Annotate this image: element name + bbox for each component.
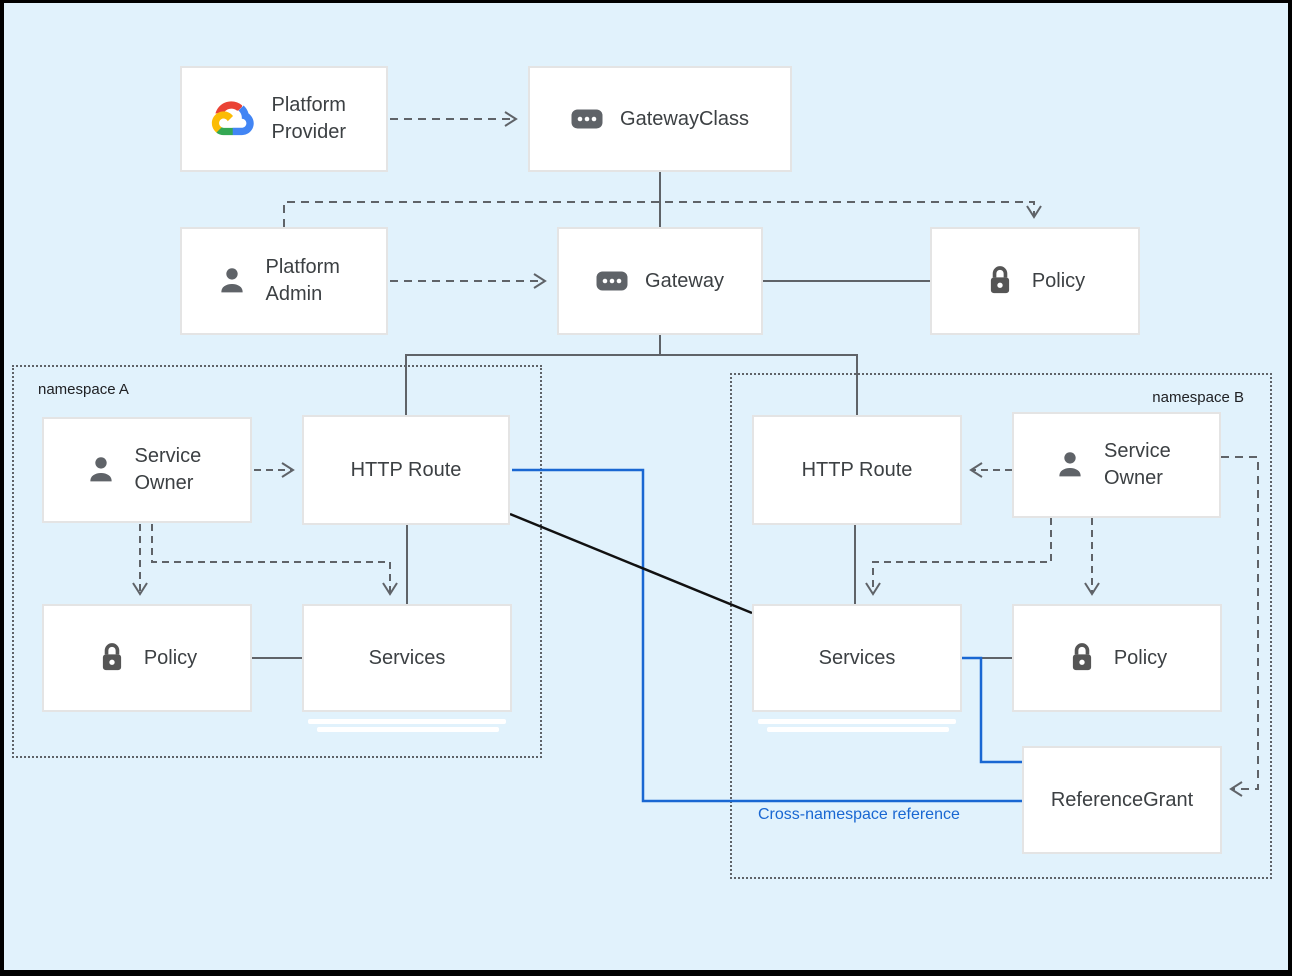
node-label: HTTP Route [801, 458, 913, 481]
person-icon [215, 264, 249, 298]
node-label: Policy [143, 646, 198, 669]
node-platform-provider: Platform Provider [180, 66, 388, 172]
node-service-owner-b: Service Owner [1012, 412, 1221, 518]
cross-namespace-reference-label: Cross-namespace reference [758, 806, 960, 823]
node-http-route-a: HTTP Route [302, 415, 510, 525]
lock-icon [1067, 641, 1097, 675]
node-label: Policy [1113, 646, 1168, 669]
google-cloud-logo-icon [209, 100, 255, 138]
node-label: ReferenceGrant [1050, 788, 1194, 811]
node-label: Service Owner [1104, 440, 1171, 489]
services-a-stack-layer [317, 727, 499, 732]
lock-icon [985, 264, 1015, 298]
node-policy-a: Policy [42, 604, 252, 712]
person-icon [84, 453, 118, 487]
node-service-owner-a: Service Owner [42, 417, 252, 523]
node-services-b: Services [752, 604, 962, 712]
node-label: Service Owner [134, 445, 202, 494]
edge-route-a-to-services-b-direct [509, 512, 753, 615]
node-label: Policy [1031, 269, 1086, 292]
node-label: Gateway [645, 269, 724, 292]
node-gateway: Gateway [557, 227, 763, 335]
node-label: Services [818, 646, 896, 669]
namespace-b-label: namespace B [1152, 389, 1244, 406]
node-gatewayclass: GatewayClass [528, 66, 792, 172]
node-services-a: Services [302, 604, 512, 712]
node-policy-b: Policy [1012, 604, 1222, 712]
edge-admin-to-policy [283, 201, 1042, 227]
resource-chip-icon [596, 271, 628, 291]
node-label: GatewayClass [620, 107, 749, 130]
services-b-stack-layer [767, 727, 949, 732]
node-http-route-b: HTTP Route [752, 415, 962, 525]
resource-chip-icon [571, 109, 603, 129]
services-a-stack-layer [308, 719, 506, 724]
node-platform-admin: Platform Admin [180, 227, 388, 335]
node-label: Services [368, 646, 446, 669]
node-label: HTTP Route [350, 458, 462, 481]
node-policy-cluster: Policy [930, 227, 1140, 335]
services-b-stack-layer [758, 719, 956, 724]
namespace-a-label: namespace A [38, 381, 129, 398]
person-icon [1053, 448, 1087, 482]
node-referencegrant: ReferenceGrant [1022, 746, 1222, 854]
node-label: Platform Provider [271, 94, 346, 143]
node-label: Platform Admin [265, 256, 340, 305]
lock-icon [97, 641, 127, 675]
